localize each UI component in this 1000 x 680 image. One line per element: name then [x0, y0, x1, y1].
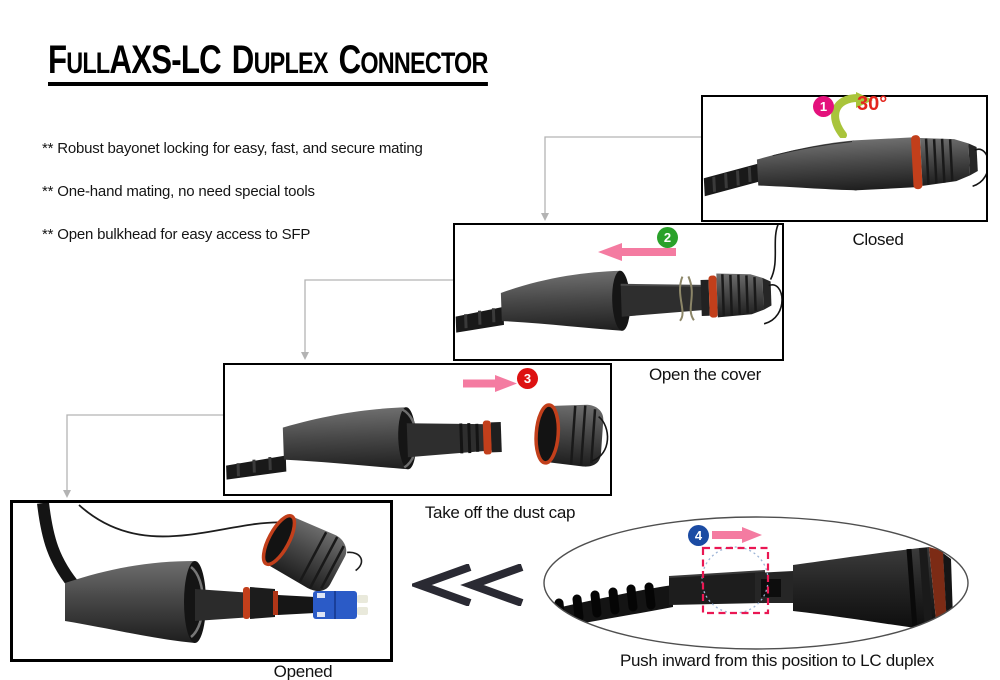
step2-photo-box: [453, 223, 784, 361]
connector-photo-opened: [37, 503, 371, 643]
step1-number-badge: 1: [813, 96, 834, 117]
push-position-highlight: [701, 546, 770, 615]
step1-photo-box: [701, 95, 988, 222]
title-part: D: [231, 38, 255, 82]
feature-list: ** Robust bayonet locking for easy, fast…: [42, 140, 423, 269]
step2-caption: Open the cover: [648, 365, 762, 384]
title-part: UPLEX: [253, 47, 329, 80]
leader-line: [544, 136, 701, 215]
step4-number-badge: 4: [688, 525, 709, 546]
title-part: ONNECTOR: [360, 47, 488, 80]
title-part: C: [338, 38, 362, 82]
connector-photo-push-position: [544, 517, 968, 649]
leader-line: [304, 279, 453, 354]
connector-photo-cover-open: [455, 225, 782, 333]
title-part: ULL: [66, 47, 110, 80]
opened-caption: Opened: [273, 662, 333, 680]
feature-item: ** Open bulkhead for easy access to SFP: [42, 226, 311, 243]
step4-caption: Push inward from this position to LC dup…: [619, 651, 935, 670]
step1-caption: Closed: [852, 230, 904, 249]
leader-arrowhead: [63, 490, 71, 498]
connector-photo-closed: [703, 135, 986, 197]
rotate-arrow-icon: [831, 92, 873, 138]
pink-arrow-right-icon: [712, 527, 762, 543]
leader-arrowhead: [301, 352, 309, 360]
step3-number-badge: 3: [517, 368, 538, 389]
feature-item: ** One-hand mating, no need special tool…: [42, 183, 315, 200]
rotation-angle-label: 30°: [857, 93, 888, 115]
title-part: AXS-LC: [109, 38, 221, 82]
feature-item: ** Robust bayonet locking for easy, fast…: [42, 140, 423, 157]
step3-caption: Take off the dust cap: [424, 503, 576, 522]
leader-line: [66, 414, 223, 492]
leader-arrowhead: [541, 213, 549, 221]
title-part: F: [48, 38, 67, 82]
step3-photo-box: [223, 363, 612, 496]
pink-arrow-left-icon: [598, 243, 676, 261]
step4-ellipse: [543, 516, 969, 650]
step2-number-badge: 2: [657, 227, 678, 248]
pink-arrow-right-icon: [463, 375, 517, 392]
connector-photo-dust-cap-off: [226, 403, 609, 480]
double-chevron-left-icon: [412, 564, 524, 606]
opened-photo-box: [10, 500, 393, 662]
